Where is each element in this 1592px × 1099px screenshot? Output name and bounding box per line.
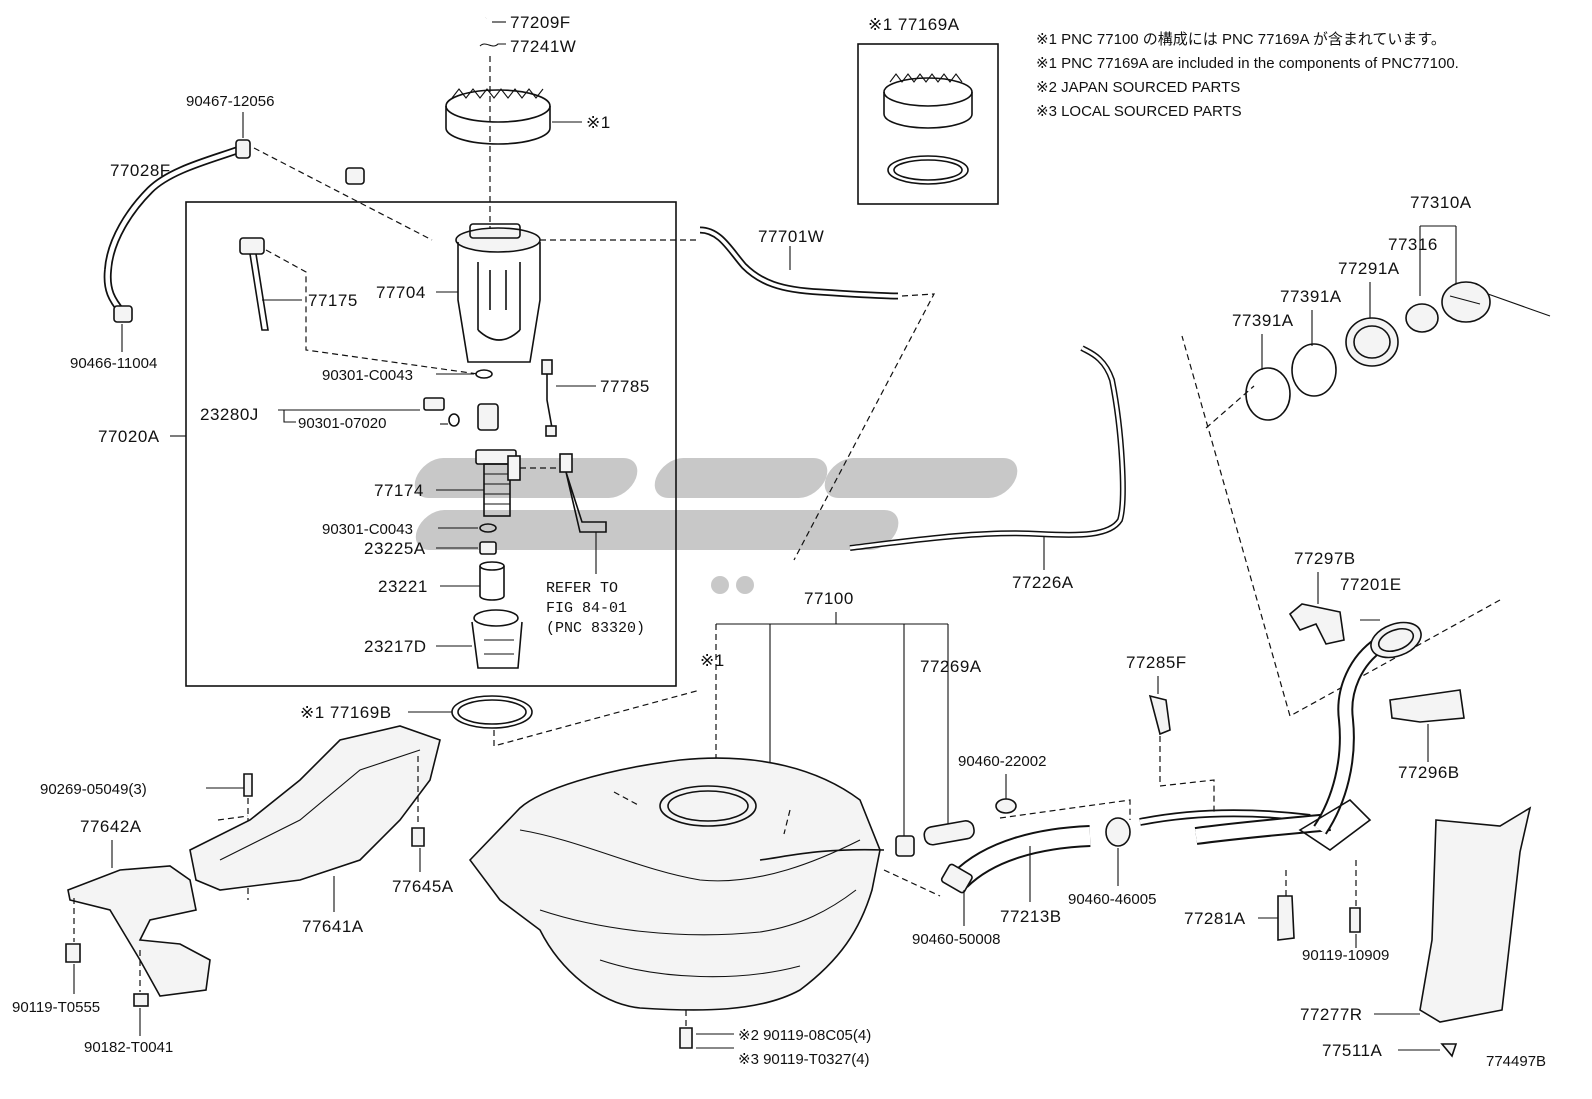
note-line-3: ※2 JAPAN SOURCED PARTS bbox=[1036, 79, 1240, 96]
o-ring-lower bbox=[479, 523, 497, 533]
bolt-90119-T0555 bbox=[65, 943, 81, 963]
label-77642A: 77642A bbox=[80, 817, 142, 836]
label-77391A-b: 77391A bbox=[1232, 311, 1294, 330]
pump-assembly-box bbox=[185, 201, 677, 687]
label-90119-T0327: ※3 90119-T0327(4) bbox=[738, 1051, 870, 1068]
clip-77297B bbox=[1288, 603, 1345, 645]
label-77209F: 77209F bbox=[510, 13, 571, 32]
label-77201E: 77201E bbox=[1340, 575, 1402, 594]
label-90467-12056: 90467-12056 bbox=[186, 93, 274, 110]
label-77511A: 77511A bbox=[1322, 1041, 1383, 1060]
label-90269-05049: 90269-05049(3) bbox=[40, 781, 147, 798]
refer-line-1: REFER TO bbox=[546, 580, 618, 597]
label-mark1b: ※1 bbox=[700, 651, 725, 670]
protector-77285F bbox=[1148, 694, 1171, 736]
refer-line-3: (PNC 83320) bbox=[546, 620, 645, 637]
cushion-23225A bbox=[479, 541, 497, 555]
label-77645A: 77645A bbox=[392, 877, 454, 896]
label-77241W: 77241W bbox=[510, 37, 576, 56]
label-23221: 23221 bbox=[378, 577, 428, 596]
note-line-1: ※1 PNC 77100 の構成には PNC 77169A が含まれています。 bbox=[1036, 31, 1446, 48]
label-77310A: 77310A bbox=[1410, 193, 1472, 212]
figure-id: 774497B bbox=[1486, 1053, 1546, 1070]
filter-23221 bbox=[479, 561, 505, 601]
regulator-23280J bbox=[423, 397, 499, 431]
label-77020A: 77020A bbox=[98, 427, 160, 446]
fuel-gauge-sender bbox=[239, 237, 269, 331]
label-90466-11004: 90466-11004 bbox=[70, 355, 157, 372]
vent-hose-upper bbox=[345, 16, 488, 185]
label-77296B: 77296B bbox=[1398, 763, 1460, 782]
filler-pipe-77201E bbox=[1298, 621, 1422, 851]
pump-module bbox=[455, 223, 541, 363]
label-90119-10909: 90119-10909 bbox=[1302, 947, 1389, 964]
label-77391A-a: 77391A bbox=[1280, 287, 1342, 306]
bolt-90119-10909 bbox=[1349, 907, 1361, 933]
hose-77701W bbox=[699, 226, 899, 300]
label-90119-T0555: 90119-T0555 bbox=[12, 999, 100, 1016]
label-90119-08C05: ※2 90119-08C05(4) bbox=[738, 1027, 871, 1044]
label-90460-50008: 90460-50008 bbox=[912, 931, 1000, 948]
sender-arm bbox=[559, 453, 607, 533]
clamp-77281A bbox=[1277, 895, 1295, 941]
gasket-77169B bbox=[451, 695, 533, 729]
label-77704: 77704 bbox=[376, 283, 426, 302]
label-23217D: 23217D bbox=[364, 637, 427, 656]
label-77316: 77316 bbox=[1388, 235, 1438, 254]
label-77281A: 77281A bbox=[1184, 909, 1246, 928]
bolt-tank bbox=[679, 1027, 693, 1049]
label-90301-07020: 90301-07020 bbox=[298, 415, 386, 432]
clip-77511A bbox=[1440, 1043, 1458, 1058]
label-77297B: 77297B bbox=[1294, 549, 1356, 568]
lock-ring bbox=[445, 88, 551, 145]
filler-hoses bbox=[895, 798, 1331, 894]
protector-77277R bbox=[1419, 806, 1532, 1023]
wire-harness-77785 bbox=[541, 359, 557, 437]
label-77785: 77785 bbox=[600, 377, 650, 396]
label-23225A: 23225A bbox=[364, 539, 426, 558]
notes-block: ※1 PNC 77100 の構成には PNC 77169A が含まれています。 … bbox=[1036, 31, 1459, 120]
label-77269A: 77269A bbox=[920, 657, 982, 676]
nut-90182-T0041 bbox=[133, 993, 149, 1007]
label-77213B: 77213B bbox=[1000, 907, 1062, 926]
o-ring-upper bbox=[475, 369, 493, 379]
label-90182-T0041: 90182-T0041 bbox=[84, 1039, 173, 1056]
strainer-23217D bbox=[471, 609, 523, 669]
pipe-77226A bbox=[849, 345, 1126, 551]
label-77175: 77175 bbox=[308, 291, 358, 310]
bolt-90269 bbox=[243, 773, 253, 797]
note-line-4: ※3 LOCAL SOURCED PARTS bbox=[1036, 103, 1242, 120]
label-77100: 77100 bbox=[804, 589, 854, 608]
note-line-2: ※1 PNC 77169A are included in the compon… bbox=[1036, 55, 1459, 72]
inset-77169A: ※1 77169A bbox=[857, 15, 999, 205]
inset-title: ※1 77169A bbox=[868, 15, 960, 34]
label-77701W: 77701W bbox=[758, 227, 824, 246]
protector-77641A bbox=[189, 725, 441, 891]
refer-line-2: FIG 84-01 bbox=[546, 600, 627, 617]
watermark-logo bbox=[414, 458, 1018, 594]
protector-77642A bbox=[67, 865, 211, 997]
label-77028F: 77028F bbox=[110, 161, 171, 180]
label-90301-C0043-a: 90301-C0043 bbox=[322, 367, 413, 384]
vent-hose-left bbox=[103, 139, 251, 323]
filler-cap-parts bbox=[1245, 281, 1551, 421]
label-mark1a: ※1 bbox=[586, 113, 611, 132]
label-90460-22002: 90460-22002 bbox=[958, 753, 1046, 770]
label-77641A: 77641A bbox=[302, 917, 364, 936]
label-77226A: 77226A bbox=[1012, 573, 1074, 592]
label-90301-C0043-b: 90301-C0043 bbox=[322, 521, 413, 538]
clip-77645A bbox=[411, 827, 425, 847]
bracket-77296B bbox=[1389, 689, 1465, 723]
label-77169B: ※1 77169B bbox=[300, 703, 392, 722]
fuel-tank bbox=[468, 757, 885, 1011]
label-77174: 77174 bbox=[374, 481, 424, 500]
label-90460-46005: 90460-46005 bbox=[1068, 891, 1156, 908]
label-77277R: 77277R bbox=[1300, 1005, 1363, 1024]
label-77285F: 77285F bbox=[1126, 653, 1187, 672]
label-23280J: 23280J bbox=[200, 405, 259, 424]
label-77291A: 77291A bbox=[1338, 259, 1400, 278]
